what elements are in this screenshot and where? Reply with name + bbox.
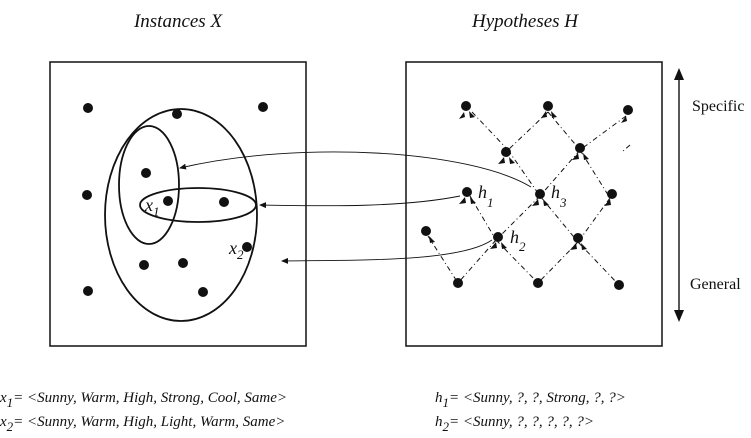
hypothesis-node (572, 143, 589, 160)
instance-point-x1 (163, 196, 173, 206)
arrow-h1-to-set (259, 195, 461, 209)
hypotheses-title: Hypotheses H (471, 11, 579, 32)
hypothesis-node (570, 233, 587, 250)
arrow-h2-to-set (281, 239, 493, 264)
h3-label: h3 (551, 182, 567, 210)
h1-label: h1 (478, 182, 494, 210)
instance-point (258, 102, 268, 112)
set-h2 (104, 108, 258, 322)
axis-arrow-up (674, 68, 684, 80)
hypothesis-node (421, 226, 435, 243)
instance-dots (82, 102, 268, 297)
hypothesis-node-h3 (532, 189, 549, 206)
hypothesis-node (604, 189, 617, 206)
instance-point (83, 286, 93, 296)
hypotheses-box (405, 61, 663, 347)
instance-point (198, 287, 208, 297)
x1-label: x1 (144, 195, 160, 219)
instances-title: Instances X (133, 11, 224, 32)
instance-point (219, 197, 229, 207)
hypothesis-node (459, 101, 475, 119)
x2-definition: x2= <Sunny, Warm, High, Light, Warm, Sam… (0, 414, 285, 434)
hypothesis-node (621, 105, 633, 123)
set-h3 (118, 125, 180, 245)
instance-point (141, 168, 151, 178)
x1-definition: x1= <Sunny, Warm, High, Strong, Cool, Sa… (0, 390, 287, 410)
axis-arrow-down (674, 310, 684, 322)
hypothesis-node (498, 147, 515, 164)
hypothesis-node (541, 101, 557, 118)
h2-label: h2 (510, 227, 526, 254)
instance-point (83, 103, 93, 113)
hypothesis-node-h1 (459, 187, 476, 204)
instances-box (49, 61, 307, 347)
general-label: General (690, 276, 741, 293)
instance-point-x2 (242, 242, 252, 252)
arrow-h3-to-set (179, 151, 532, 188)
specific-label: Specific (692, 98, 744, 115)
hypothesis-node-h2 (490, 232, 507, 249)
hypothesis-nodes (421, 101, 633, 290)
hypothesis-node (533, 278, 543, 288)
instance-point (172, 109, 182, 119)
set-h1 (139, 187, 257, 223)
hypothesis-node (453, 278, 463, 288)
instance-point (82, 190, 92, 200)
instance-point (139, 260, 149, 270)
x2-label: x2 (228, 238, 244, 262)
instance-point (178, 258, 188, 268)
h2-definition: h2= <Sunny, ?, ?, ?, ?, ?> (435, 414, 594, 434)
lattice-edges (427, 111, 631, 286)
hypothesis-node (614, 280, 624, 290)
h1-definition: h1= <Sunny, ?, ?, Strong, ?, ?> (435, 390, 626, 410)
